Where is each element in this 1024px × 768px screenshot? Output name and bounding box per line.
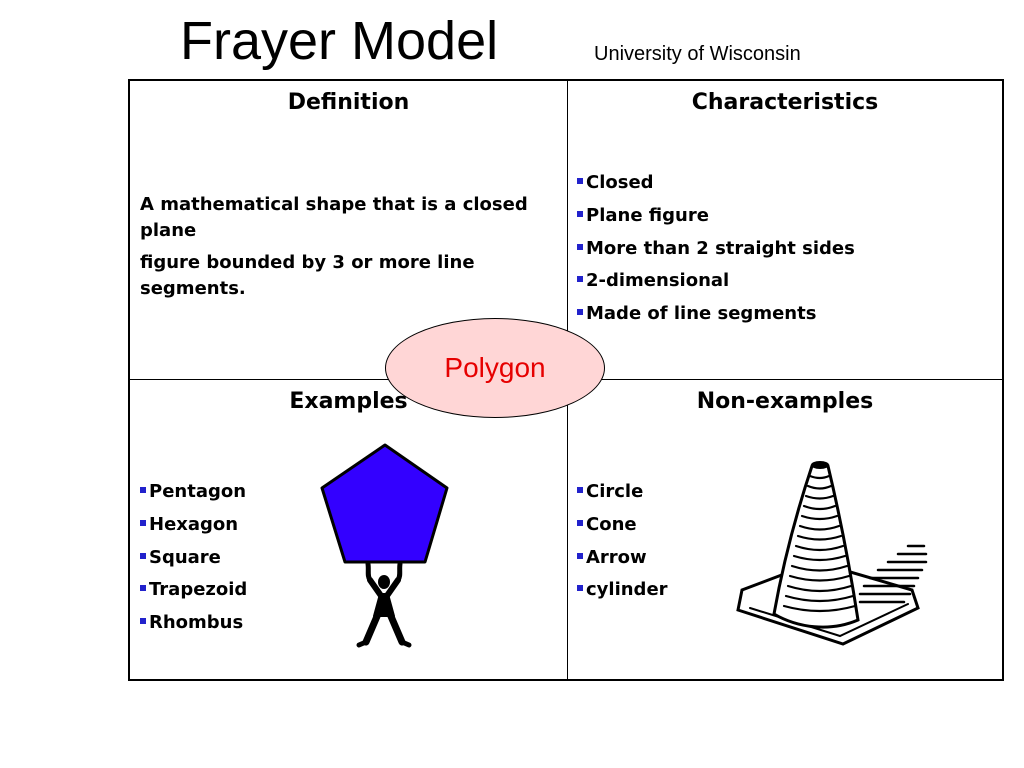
definition-line: A mathematical shape that is a closed pl… [140, 194, 528, 241]
page-subtitle: University of Wisconsin [594, 43, 801, 65]
list-item: Made of line segments [577, 298, 855, 331]
definition-line: figure bounded by 3 or more line segment… [140, 252, 475, 299]
characteristics-list: Closed Plane figure More than 2 straight… [577, 167, 855, 330]
list-item: Cone [577, 509, 668, 542]
examples-heading: Examples [289, 389, 408, 414]
bullet-square-icon [140, 487, 146, 494]
list-item-label: Arrow [586, 546, 647, 568]
list-item: Square [140, 541, 247, 574]
center-term-oval: Polygon [385, 318, 605, 418]
bullet-square-icon [140, 552, 146, 559]
list-item-label: Closed [586, 172, 654, 194]
list-item: Plane figure [577, 200, 855, 233]
bullet-square-icon [577, 178, 583, 185]
traffic-cone-icon [736, 461, 928, 646]
list-item: cylinder [577, 574, 668, 607]
bullet-square-icon [140, 618, 146, 625]
list-item-label: Trapezoid [149, 579, 248, 601]
center-term: Polygon [444, 352, 546, 383]
pentagon-shape [320, 443, 449, 564]
examples-quadrant: Examples Pentagon Hexagon Square Trapezo… [130, 380, 567, 679]
list-item-label: cylinder [586, 579, 668, 601]
examples-list: Pentagon Hexagon Square Trapezoid Rhombu… [140, 476, 247, 639]
list-item-label: Cone [586, 514, 637, 536]
list-item: Arrow [577, 541, 668, 574]
list-item: Pentagon [140, 476, 247, 509]
characteristics-quadrant: Characteristics Closed Plane figure More… [568, 81, 1002, 379]
frayer-grid: Definition A mathematical shape that is … [128, 79, 1004, 681]
non-examples-heading: Non-examples [696, 389, 874, 414]
list-item: Closed [577, 167, 855, 200]
non-examples-quadrant: Non-examples Circle Cone Arrow cylinder [568, 380, 1002, 679]
list-item: Rhombus [140, 607, 247, 640]
definition-text: A mathematical shape that is a closed pl… [140, 192, 530, 308]
list-item-label: Rhombus [149, 612, 244, 634]
bullet-square-icon [577, 243, 583, 250]
bullet-square-icon [577, 487, 583, 494]
list-item: 2-dimensional [577, 265, 855, 298]
bullet-square-icon [140, 585, 146, 592]
list-item-label: Circle [586, 481, 644, 503]
list-item-label: Hexagon [149, 514, 239, 536]
cone-shadow-lines [858, 544, 928, 604]
person-holding-pentagon-icon [320, 443, 449, 648]
bullet-square-icon [577, 276, 583, 283]
bullet-square-icon [577, 520, 583, 527]
cone-ridges [782, 474, 857, 613]
list-item-label: 2-dimensional [586, 270, 730, 292]
stick-figure [356, 561, 412, 648]
definition-quadrant: Definition A mathematical shape that is … [130, 81, 567, 379]
bullet-square-icon [577, 309, 583, 316]
list-item-label: Square [149, 546, 221, 568]
bullet-square-icon [140, 520, 146, 527]
list-item: Circle [577, 476, 668, 509]
list-item: More than 2 straight sides [577, 232, 855, 265]
list-item-label: More than 2 straight sides [586, 237, 855, 259]
list-item-label: Pentagon [149, 481, 247, 503]
bullet-square-icon [577, 211, 583, 218]
list-item-label: Made of line segments [586, 303, 817, 325]
list-item: Trapezoid [140, 574, 247, 607]
definition-heading: Definition [287, 90, 410, 115]
list-item: Hexagon [140, 509, 247, 542]
characteristics-heading: Characteristics [691, 90, 879, 115]
bullet-square-icon [577, 585, 583, 592]
non-examples-list: Circle Cone Arrow cylinder [577, 476, 668, 607]
page-title: Frayer Model [180, 11, 499, 71]
bullet-square-icon [577, 552, 583, 559]
list-item-label: Plane figure [586, 205, 709, 227]
